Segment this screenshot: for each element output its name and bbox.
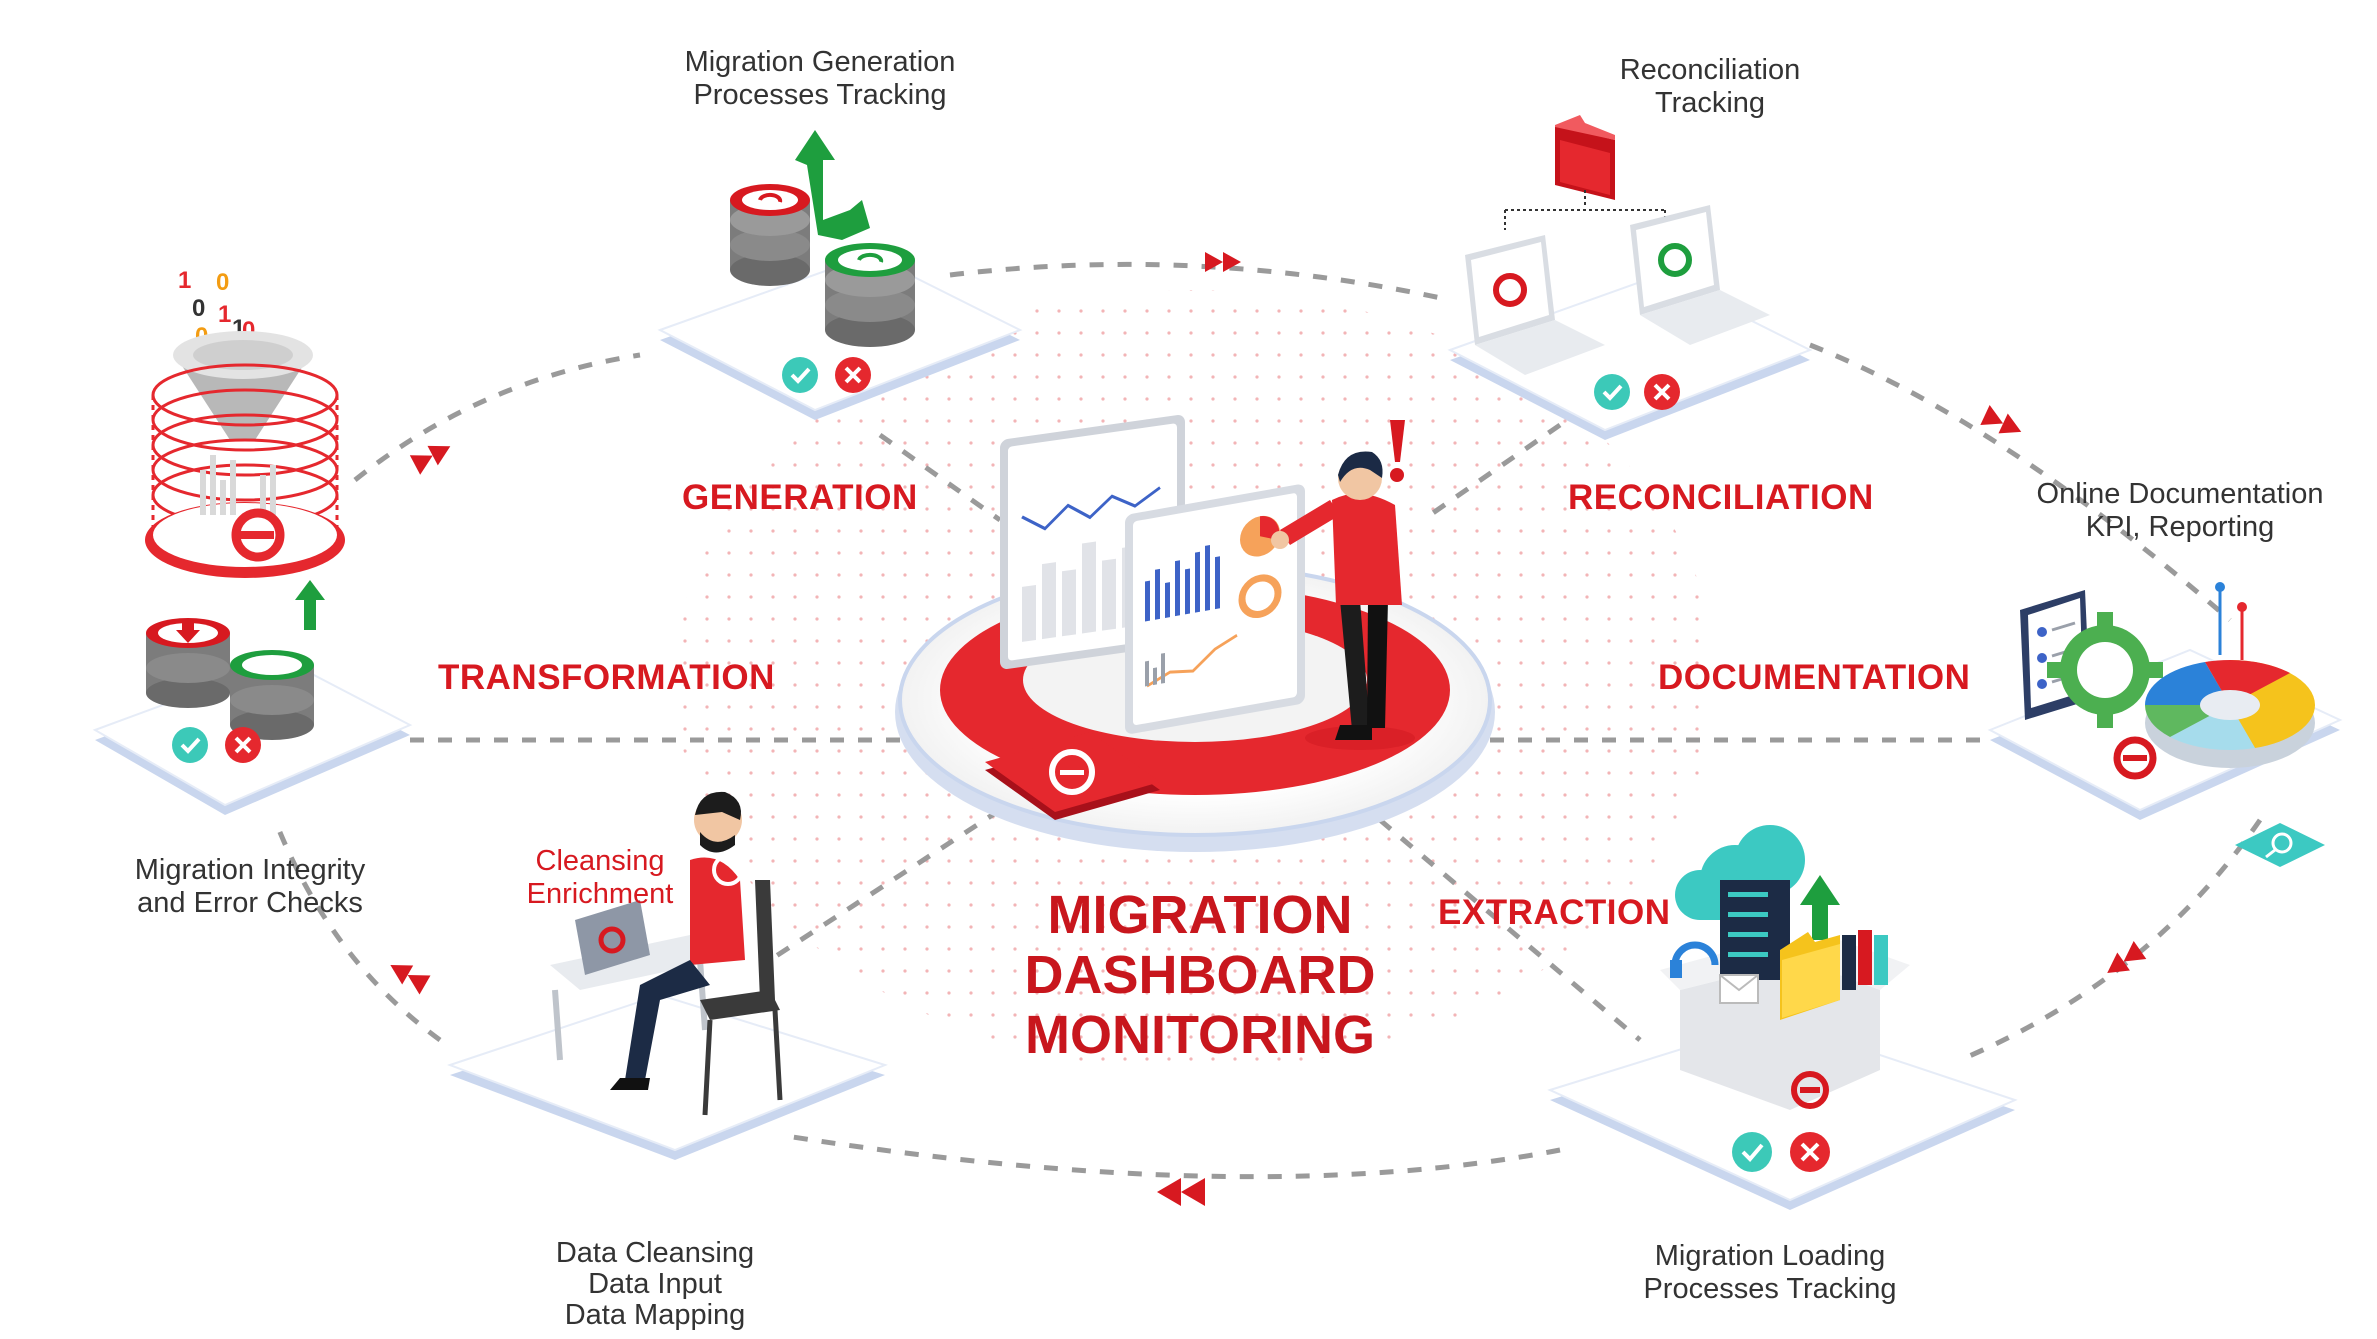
caption-line: Data Mapping [564, 1299, 746, 1331]
arrow-icon [1157, 1178, 1205, 1206]
cross-icon [1790, 1132, 1830, 1172]
caption-line: and Error Checks [137, 887, 363, 919]
documentation-caption: Online Documentation KPI, Reporting [2010, 478, 2350, 544]
cross-icon [1644, 374, 1680, 410]
direction-arrows [390, 252, 2147, 1206]
extraction-caption: Migration Loading Processes Tracking [1610, 1240, 1930, 1306]
cleansing-tile [447, 791, 888, 1160]
cross-icon [835, 357, 871, 393]
pie-report-icon [2020, 582, 2315, 780]
caption-line: Processes Tracking [693, 79, 947, 111]
process-loop-path [272, 261, 2263, 1180]
folder-icon [1555, 115, 1615, 200]
stage-title-generation: GENERATION [682, 478, 918, 517]
check-icon [1594, 374, 1630, 410]
cleansing-caption: Data Cleansing Data Input Data Mapping [505, 1238, 805, 1331]
center-title-line: DASHBOARD [1024, 945, 1376, 1005]
clipboard-icon [2020, 590, 2090, 720]
caption-line: Tracking [1654, 87, 1766, 119]
extraction-tile [1547, 825, 2018, 1210]
caption-line: KPI, Reporting [2085, 511, 2275, 543]
cleansing-red-caption: Cleansing Enrichment [500, 845, 700, 911]
data-funnel-icon: 100101011010 [145, 267, 345, 740]
caption-line: Cleansing [535, 845, 665, 877]
headphone-icon [1670, 941, 1719, 978]
stage-title-documentation: DOCUMENTATION [1658, 658, 1971, 697]
caption-line: Data Input [588, 1268, 722, 1300]
cross-icon [225, 727, 261, 763]
caption-line: Migration Integrity [134, 854, 366, 886]
stage-title-reconciliation: RECONCILIATION [1568, 478, 1874, 517]
caption-line: Migration Loading [1654, 1240, 1886, 1272]
brand-logo-icon [985, 732, 1160, 820]
center-title: MIGRATION DASHBOARD MONITORING [960, 885, 1440, 1065]
folder-icon [1780, 932, 1840, 1020]
center-title-line: MONITORING [1025, 1005, 1375, 1065]
caption-line: Enrichment [526, 878, 674, 910]
binary-digit: 0 [192, 295, 205, 322]
caption-line: Migration Generation [684, 46, 956, 78]
analytics-screen-icon [1000, 415, 1305, 734]
laptop-compare-icon [1465, 115, 1770, 375]
generation-caption: Migration Generation Processes Tracking [640, 46, 1000, 112]
server-icon [1720, 880, 1790, 980]
check-icon [782, 357, 818, 393]
binary-digit: 1 [218, 301, 231, 328]
binary-digit: 1 [178, 267, 191, 294]
person-at-laptop-icon [550, 791, 783, 1116]
caption-line: Reconciliation [1619, 54, 1801, 86]
alert-exclamation-icon [1390, 420, 1405, 482]
cloud-server-box-icon [1660, 825, 1910, 1110]
search-icon [2235, 823, 2325, 867]
reconciliation-tile [1447, 115, 1813, 440]
binders-icon [1842, 930, 1888, 990]
gear-icon [2047, 612, 2163, 728]
arrow-icon [390, 965, 431, 995]
binary-digit: 0 [216, 269, 229, 296]
caption-line: Online Documentation [2036, 478, 2324, 510]
arrow-icon [2107, 940, 2147, 973]
center-title-line: MIGRATION [1047, 885, 1353, 945]
caption-line: Processes Tracking [1643, 1273, 1897, 1305]
transformation-tile: 100101011010 [92, 267, 413, 815]
transformation-caption: Migration Integrity and Error Checks [100, 854, 400, 920]
arrow-icon [1980, 405, 2022, 434]
stage-title-transformation: TRANSFORMATION [438, 658, 775, 697]
presenter-person-icon [1271, 451, 1415, 750]
check-icon [1732, 1132, 1772, 1172]
caption-line: Data Cleansing [555, 1237, 755, 1269]
arrow-icon [1205, 252, 1241, 272]
reconciliation-caption: Reconciliation Tracking [1560, 54, 1860, 120]
check-icon [172, 727, 208, 763]
stage-title-extraction: EXTRACTION [1438, 893, 1671, 932]
documentation-tile [1987, 582, 2343, 867]
mail-icon [1719, 974, 1759, 1004]
generation-tile [657, 130, 1023, 420]
arrow-icon [409, 445, 451, 475]
database-transfer-icon [730, 130, 915, 347]
